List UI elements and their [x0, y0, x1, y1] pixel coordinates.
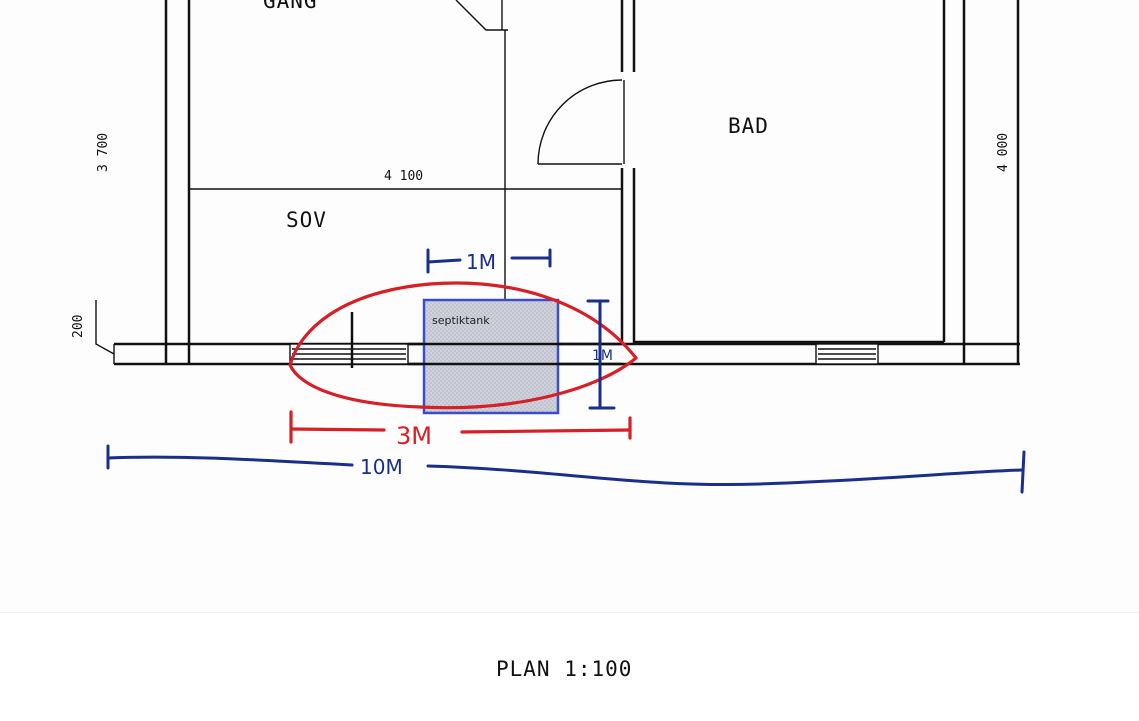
plan-title: PLAN 1:100 — [496, 657, 633, 681]
blue-top-line-left — [426, 258, 462, 264]
blue-total-measure: 10M — [360, 455, 403, 479]
blue-total-line-left — [106, 455, 354, 467]
blue-total-line-right — [426, 464, 1024, 487]
blue-top-measure: 1M — [466, 250, 496, 274]
septic-tank — [408, 298, 622, 415]
door-swing — [537, 79, 623, 165]
walls — [164, 0, 1020, 364]
red-ellipse — [288, 281, 638, 410]
red-dim-line-right — [460, 428, 632, 434]
dimension-inner-width: 4 100 — [384, 169, 423, 184]
red-annotation — [288, 281, 638, 444]
room-label-gang: GANG — [263, 0, 318, 13]
blue-side-measure: 1M — [592, 348, 613, 364]
dimension-right-height: 4 000 — [996, 133, 1011, 172]
blue-total-tick-right — [1020, 450, 1026, 494]
plan-footer: PLAN 1:100 — [0, 612, 1139, 721]
dimension-left-height: 3 700 — [96, 133, 111, 172]
dimension-wall-offset: 200 — [71, 315, 86, 338]
blue-annotation — [106, 248, 1026, 494]
red-dim-line-left — [289, 427, 386, 432]
stair-edge — [455, 0, 508, 31]
red-width-measure: 3M — [396, 422, 432, 450]
room-label-sov: SOV — [286, 208, 327, 232]
wall-offset-leader — [95, 300, 115, 355]
room-label-bad: BAD — [728, 114, 769, 138]
septic-tank-label: septiktank — [432, 314, 490, 327]
septic-tank-box — [422, 298, 560, 415]
